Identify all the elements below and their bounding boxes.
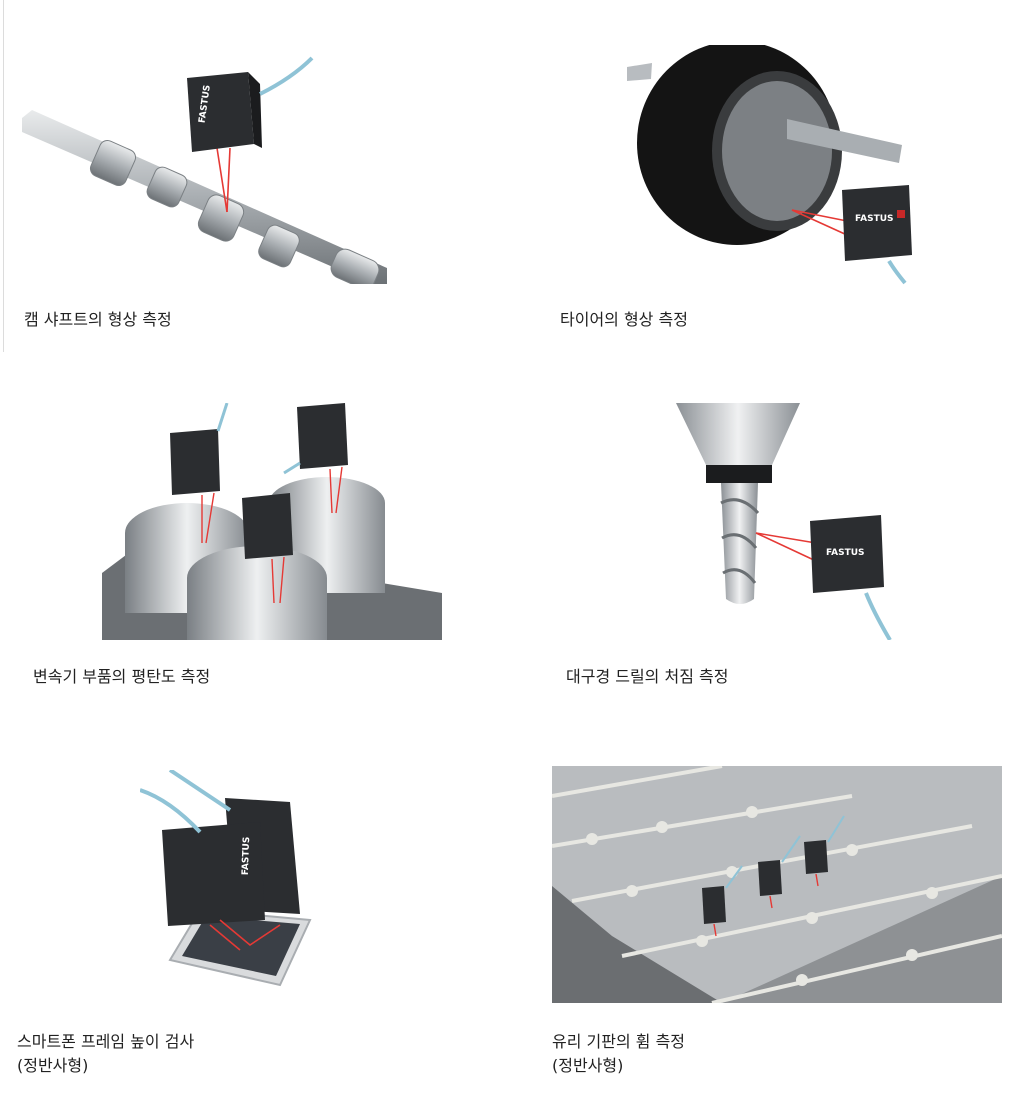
camshaft-measurement-image: FASTUS [22,48,387,284]
glass-substrate-warp-measurement-image [552,766,1002,1003]
svg-text:FASTUS: FASTUS [855,214,894,224]
smartphone-frame-inspection-image: FASTUS [140,770,330,990]
drill-deflection-measurement-image: FASTUS [676,403,896,640]
caption-transmission: 변속기 부품의 평탄도 측정 [33,667,211,686]
transmission-part-measurement-image [102,403,442,640]
caption-drill: 대구경 드릴의 처짐 측정 [566,667,729,686]
left-edge-divider [3,0,4,352]
tire-measurement-image: FASTUS [627,45,912,285]
caption-smartphone-note: (정반사형) [17,1056,89,1075]
svg-text:FASTUS: FASTUS [826,548,865,558]
caption-glass-note: (정반사형) [552,1056,624,1075]
caption-tire: 타이어의 형상 측정 [560,310,688,329]
caption-camshaft: 캠 샤프트의 형상 측정 [24,310,172,329]
caption-glass: 유리 기판의 휨 측정 [552,1032,686,1051]
caption-smartphone: 스마트폰 프레임 높이 검사 [17,1032,195,1051]
svg-text:FASTUS: FASTUS [241,837,252,876]
